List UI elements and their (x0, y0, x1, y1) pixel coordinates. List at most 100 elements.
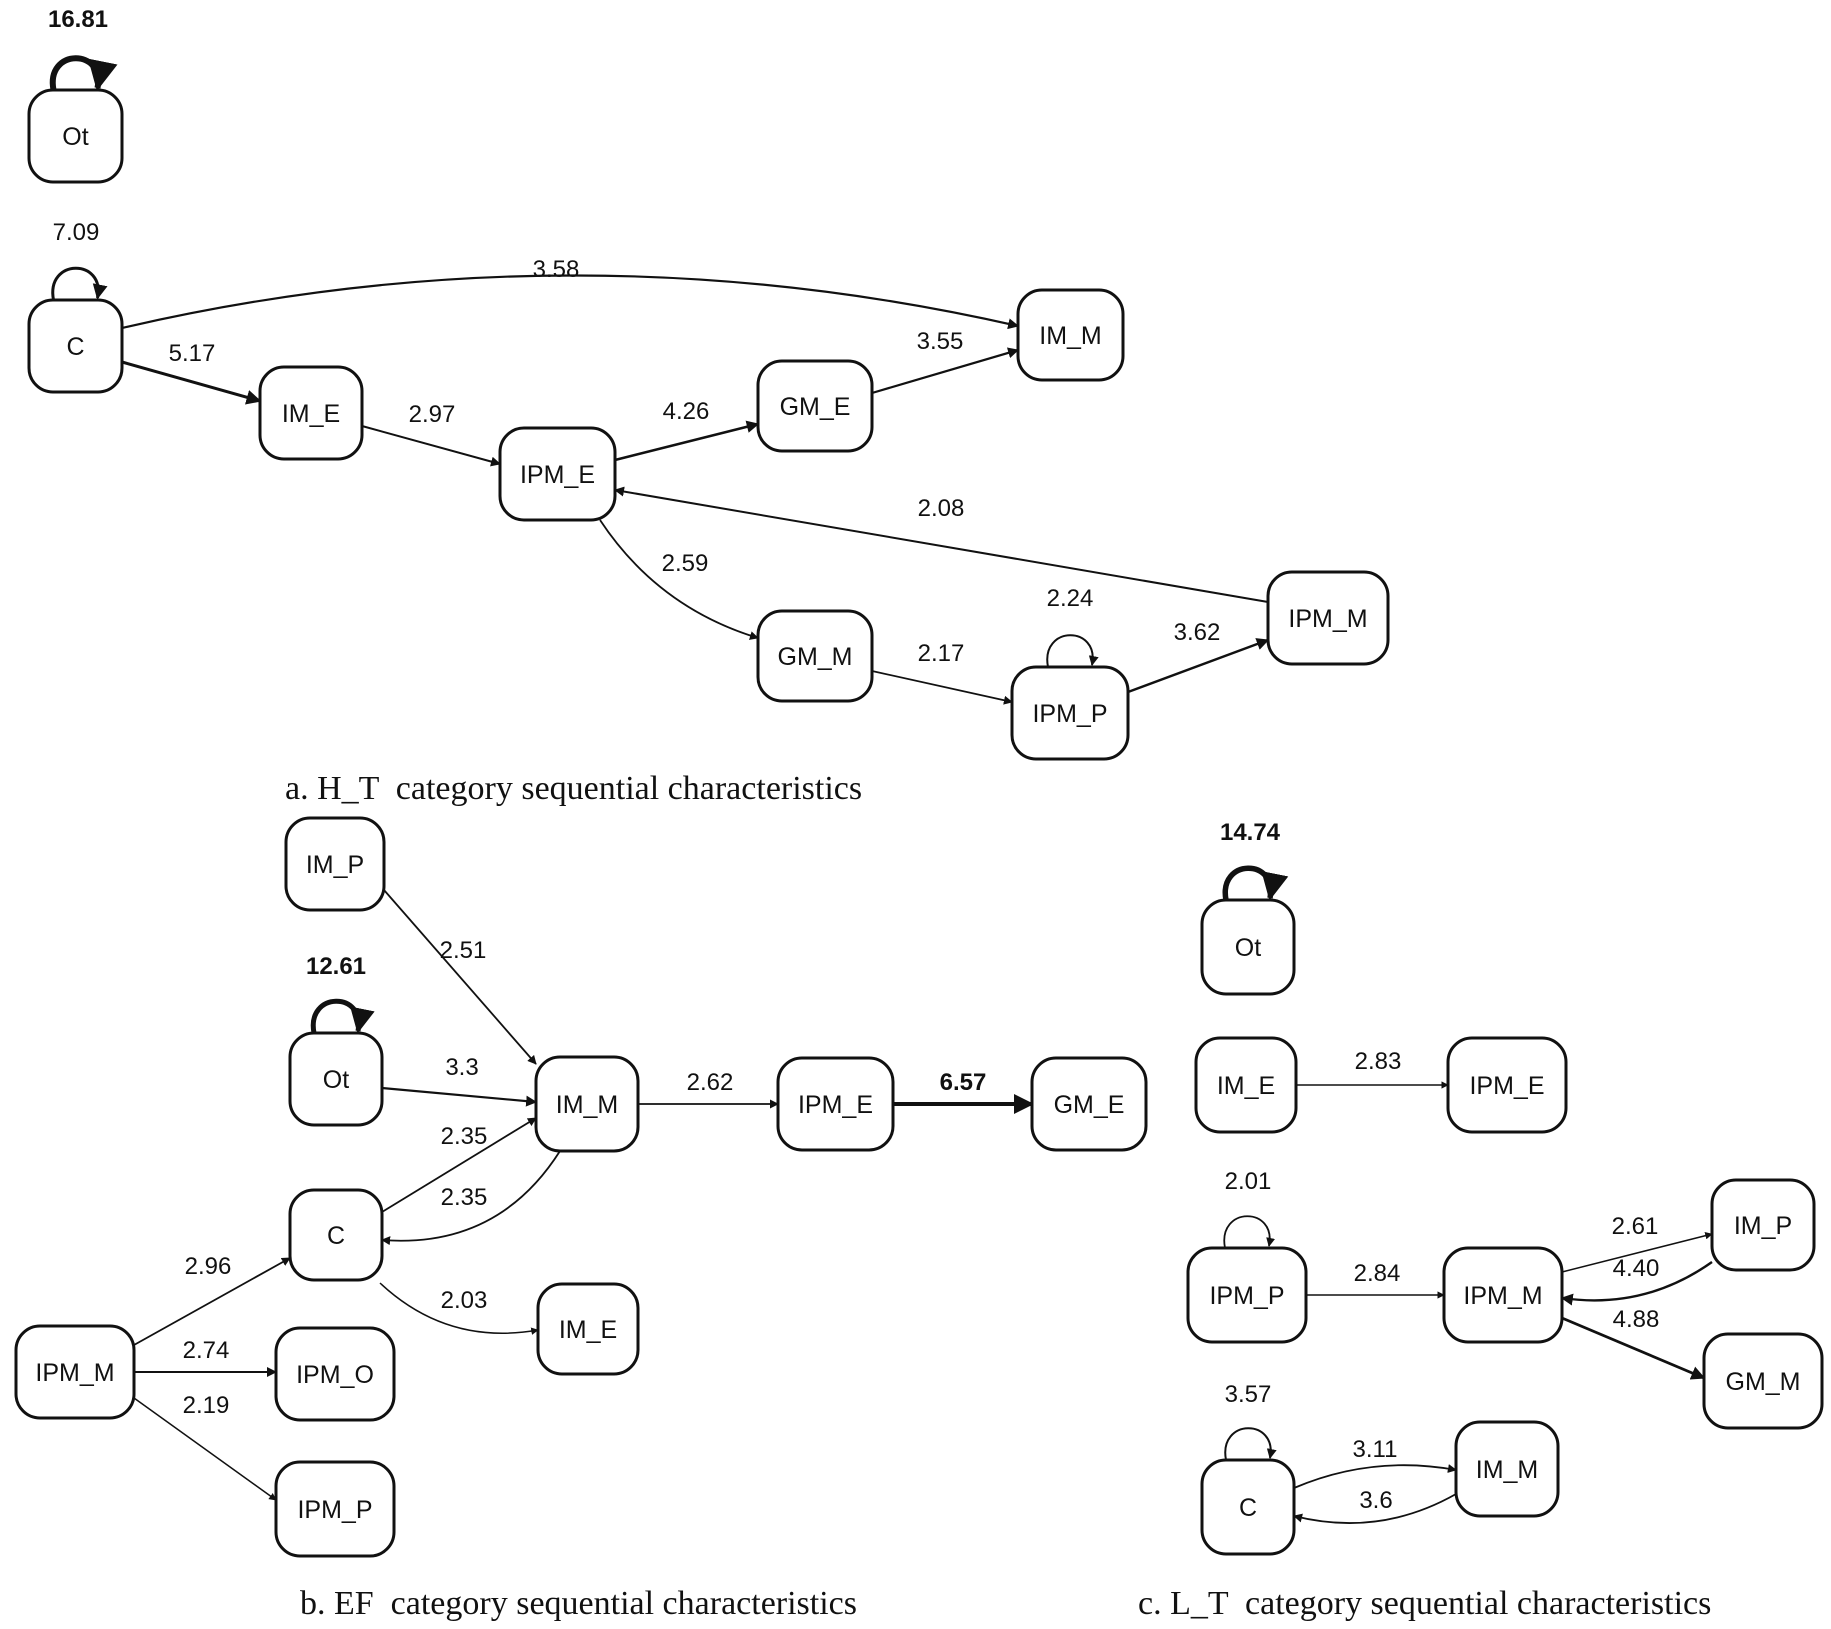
panel-c-caption: c. L_T category sequential characteristi… (1138, 1585, 1711, 1622)
node-label: IPM_P (1209, 1282, 1284, 1310)
node-box (1200, 898, 1296, 996)
edge-weight-label: 3.62 (1174, 619, 1221, 646)
node-label: IM_E (559, 1316, 617, 1344)
edge-weight-label: 3.6 (1359, 1487, 1392, 1514)
edge-weight-label: 3.57 (1225, 1381, 1272, 1408)
node-c-ot: Ot (1200, 898, 1296, 996)
edge-weight-label: 3.3 (445, 1054, 478, 1081)
node-c-ipm-e: IPM_E (1446, 1036, 1568, 1134)
node-label: IPM_P (297, 1496, 372, 1524)
edge-weight-label: 2.74 (183, 1337, 230, 1364)
node-c-im-p: IM_P (1710, 1178, 1816, 1272)
node-label: GM_E (1054, 1091, 1125, 1119)
node-box (1200, 1458, 1296, 1556)
node-a-ot: Ot (27, 88, 124, 184)
edges-layer (49, 55, 1713, 1524)
edge-weight-label: 5.17 (169, 340, 216, 367)
node-box (536, 1282, 640, 1376)
node-box (1454, 1420, 1560, 1518)
edge-weight-label: 4.88 (1613, 1306, 1660, 1333)
node-b-ipm-m: IPM_M (14, 1324, 136, 1420)
node-label: IPM_M (1463, 1282, 1542, 1310)
node-box (1186, 1246, 1308, 1344)
nodes-layer: OtCIM_EIPM_EGM_EIM_MGM_MIPM_PIPM_MIM_POt… (14, 88, 1824, 1558)
node-label: C (327, 1222, 345, 1250)
node-c-gm-m: GM_M (1702, 1332, 1824, 1430)
node-label: IPM_E (520, 461, 595, 489)
edge-weight-label: 2.62 (687, 1069, 734, 1096)
node-label: GM_E (780, 393, 851, 421)
node-label: IM_P (1734, 1212, 1792, 1240)
node-box (27, 298, 124, 394)
edge-weight-label: 2.08 (918, 495, 965, 522)
node-c-ipm-p: IPM_P (1186, 1246, 1308, 1344)
node-b-im-p: IM_P (284, 816, 386, 912)
node-box (1266, 570, 1390, 666)
transition-edge (381, 1150, 561, 1246)
node-label: IPM_O (296, 1361, 374, 1389)
node-box (1016, 288, 1125, 382)
node-c-im-e: IM_E (1194, 1036, 1298, 1134)
node-b-ot: Ot (288, 1031, 384, 1127)
node-label: GM_M (1726, 1368, 1801, 1396)
node-a-ipm-e: IPM_E (498, 426, 617, 522)
transition-edge (1127, 638, 1270, 694)
edge-weight-label: 3.55 (917, 328, 964, 355)
node-b-im-e: IM_E (536, 1282, 640, 1376)
node-box (1442, 1246, 1564, 1344)
edge-weight-label: 2.35 (441, 1123, 488, 1150)
transition-edge (1560, 1261, 1713, 1306)
edge-weight-label: 2.35 (441, 1184, 488, 1211)
node-label: GM_M (778, 643, 853, 671)
transition-edge (599, 519, 759, 640)
edge-weight-label: 2.61 (1612, 1213, 1659, 1240)
transition-edge (614, 420, 760, 462)
edge-weight-label: 2.96 (185, 1253, 232, 1280)
edge-weight-label: 2.24 (1047, 585, 1094, 612)
self-loop-edge (51, 266, 108, 301)
node-b-ipm-p: IPM_P (274, 1460, 396, 1558)
edge-weight-label: 3.58 (533, 256, 580, 283)
edge-weight-label: 2.01 (1225, 1168, 1272, 1195)
edge-weight-label: 14.74 (1220, 819, 1281, 846)
transition-edge (133, 1257, 291, 1346)
node-b-gm-e: GM_E (1030, 1056, 1148, 1152)
node-b-ipm-e: IPM_E (776, 1056, 895, 1152)
node-a-ipm-p: IPM_P (1010, 665, 1130, 761)
node-box (534, 1055, 640, 1153)
node-box (1010, 665, 1130, 761)
node-box (756, 609, 874, 703)
node-c-c: C (1200, 1458, 1296, 1556)
node-box (27, 88, 124, 184)
node-box (756, 359, 874, 453)
edge-weight-label: 2.59 (662, 550, 709, 577)
self-loop-edge (310, 998, 375, 1034)
node-box (1710, 1178, 1816, 1272)
panel-b-caption: b. EF category sequential characteristic… (300, 1585, 857, 1622)
node-label: Ot (323, 1066, 349, 1094)
node-label: Ot (1235, 934, 1261, 962)
panel-a-caption: a. H_T category sequential characteristi… (285, 770, 862, 807)
node-label: IPM_P (1032, 700, 1107, 728)
transition-edge (133, 1397, 277, 1501)
edge-weight-label: 16.81 (48, 6, 108, 33)
node-box (776, 1056, 895, 1152)
node-a-im-e: IM_E (258, 365, 364, 461)
node-box (288, 1188, 384, 1282)
transition-edge (1293, 1464, 1457, 1489)
transition-edge (381, 1117, 537, 1213)
self-loop-edge (1046, 634, 1099, 668)
node-b-c: C (288, 1188, 384, 1282)
self-loop-edge (49, 55, 118, 91)
node-label: IM_P (306, 851, 364, 879)
self-loop-edge (1224, 1427, 1277, 1461)
node-label: IM_E (1217, 1072, 1275, 1100)
node-box (1030, 1056, 1148, 1152)
edge-weight-label: 2.03 (441, 1287, 488, 1314)
node-a-gm-e: GM_E (756, 359, 874, 453)
transition-edge (871, 347, 1020, 395)
node-label: C (66, 333, 84, 361)
node-a-ipm-m: IPM_M (1266, 570, 1390, 666)
